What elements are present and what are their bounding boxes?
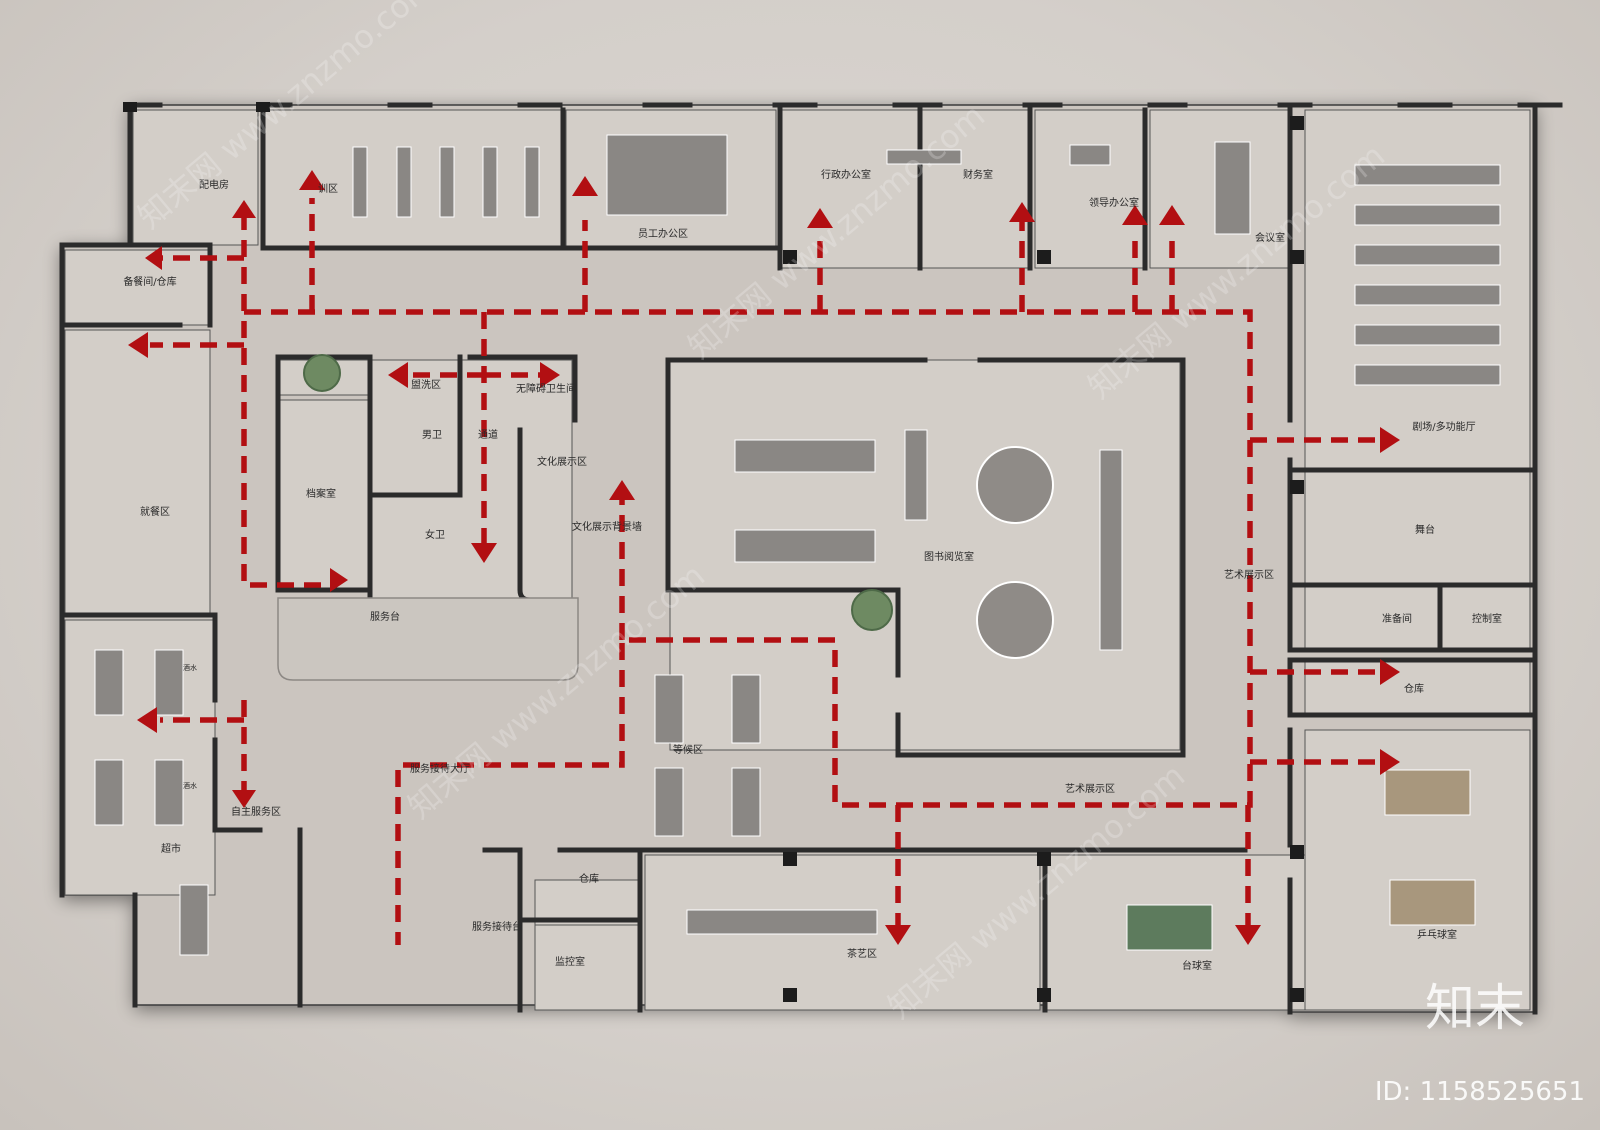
label-admin-office: 行政办公室 <box>821 168 871 181</box>
plants <box>303 354 893 631</box>
label-staff-office: 员工办公区 <box>638 227 688 240</box>
label-female-wc: 女卫 <box>425 528 445 541</box>
label-reception-hall: 服务接待大厅 <box>410 762 470 775</box>
label-tea-area: 茶艺区 <box>847 947 877 960</box>
label-culture-exhibit: 文化展示区 <box>537 455 587 468</box>
label-leader-office: 领导办公室 <box>1089 196 1139 209</box>
label-pingpong-room: 乒乓球室 <box>1417 928 1457 941</box>
label-corridor: 通道 <box>478 428 498 441</box>
label-prep-room: 准备间 <box>1382 612 1412 625</box>
label-stage: 舞台 <box>1415 523 1435 536</box>
label-wash-area: 盥洗区 <box>411 379 441 391</box>
label-male-wc: 男卫 <box>422 429 442 441</box>
label-dining-area: 就餐区 <box>140 505 170 518</box>
walls <box>59 102 1563 1015</box>
label-training-area: 训区 <box>318 183 338 195</box>
label-culture-wall: 文化展示背景墙 <box>572 520 642 533</box>
label-meeting-room: 会议室 <box>1255 231 1285 244</box>
label-finance-room: 财务室 <box>963 168 993 181</box>
label-monitor-room: 监控室 <box>555 955 585 968</box>
evacuation-routes <box>150 198 1375 945</box>
furniture <box>94 134 1501 956</box>
label-archive-room: 档案室 <box>306 487 336 500</box>
watermark-brand: 知末 <box>1425 979 1525 1037</box>
label-control-room: 控制室 <box>1472 612 1502 625</box>
watermark-id: ID: 1158525651 <box>1375 1077 1585 1107</box>
label-theater: 剧场/多功能厅 <box>1412 420 1475 433</box>
service-counter <box>277 597 579 681</box>
label-waiting-area: 等候区 <box>673 743 703 756</box>
label-service-desk: 服务台 <box>370 610 400 623</box>
label-drink-a: 酒水 <box>183 663 197 672</box>
label-supermarket: 超市 <box>161 842 181 855</box>
label-art-exhibit-south: 艺术展示区 <box>1065 783 1115 795</box>
structural-columns <box>123 102 1304 1002</box>
room-floors <box>64 109 1531 1011</box>
evacuation-arrowheads <box>128 170 1400 945</box>
label-art-exhibit-east: 艺术展示区 <box>1224 569 1274 581</box>
label-library: 图书阅览室 <box>924 550 974 563</box>
label-drink-b: 酒水 <box>183 781 197 790</box>
label-billiards-room: 台球室 <box>1182 959 1212 972</box>
label-reception-desk: 服务接待台 <box>472 920 522 933</box>
label-warehouse-east: 仓库 <box>1404 682 1424 695</box>
label-self-service: 自主服务区 <box>231 805 281 818</box>
label-power-room: 配电房 <box>199 178 229 191</box>
label-pantry-storage: 备餐间/仓库 <box>123 275 176 288</box>
room-labels: 配电房 训区 员工办公区 行政办公室 财务室 领导办公室 会议室 备餐间/仓库 … <box>123 168 1502 972</box>
label-warehouse-south: 仓库 <box>579 872 599 885</box>
round-tables <box>976 446 1054 659</box>
label-accessible-wc: 无障碍卫生间 <box>516 382 576 395</box>
